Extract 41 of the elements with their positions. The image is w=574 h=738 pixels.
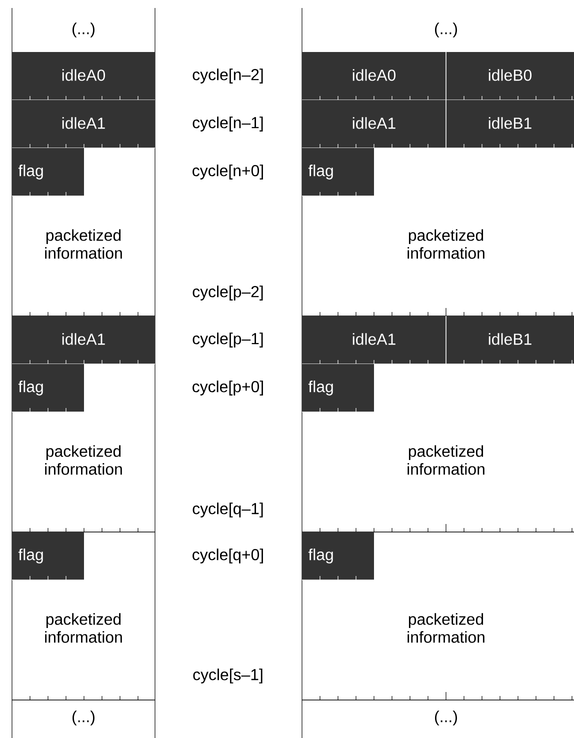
node-label: flag [308,380,333,396]
flag-block: flag [12,364,84,412]
idle-block: idleB1 [446,316,574,364]
cycle-label: cycle[p–1] [192,332,263,348]
node-label: idleA0 [352,69,396,81]
body-text: (...) [435,710,457,726]
cycle-label: cycle[p–2] [192,286,263,300]
body-text: (...) [435,22,457,38]
node-label: flag [18,164,43,180]
flag-block: flag [302,532,374,580]
body-text: (...) [72,710,94,726]
cycle-label: cycle[s–1] [193,668,262,684]
body-text: packetized information [45,613,122,643]
node-label: flag [308,164,333,180]
node-label: idleA1 [352,117,396,129]
node-label: flag [18,380,43,396]
flag-block: flag [12,148,84,196]
node-label: idleA1 [352,333,396,345]
idle-block: idleB1 [446,100,574,148]
node-label: idleA0 [62,69,106,81]
body-text: packetized information [408,229,484,259]
cycle-label: cycle[n–1] [192,116,263,132]
cycle-label: cycle[p+0] [192,380,263,396]
idle-block: idleB0 [446,52,574,100]
idle-block: idleA0 [12,52,156,100]
flag-block: flag [12,532,84,580]
cycle-label: cycle[n–2] [192,68,263,84]
idle-block: idleA0 [302,52,446,100]
body-text: packetized information [408,445,484,475]
body-text: packetized information [45,229,122,259]
node-label: idleB0 [488,69,532,81]
cycle-label: cycle[q–1] [192,502,263,518]
cycle-label: cycle[n+0] [192,164,263,180]
node-label: idleA1 [62,117,105,129]
body-text: (...) [72,22,94,38]
node-label: idleB1 [488,117,532,129]
cycle-label: cycle[q+0] [192,548,263,564]
body-text: packetized information [408,613,484,643]
body-text: packetized information [45,445,122,475]
flag-block: flag [302,148,374,196]
flag-block: flag [302,364,374,412]
